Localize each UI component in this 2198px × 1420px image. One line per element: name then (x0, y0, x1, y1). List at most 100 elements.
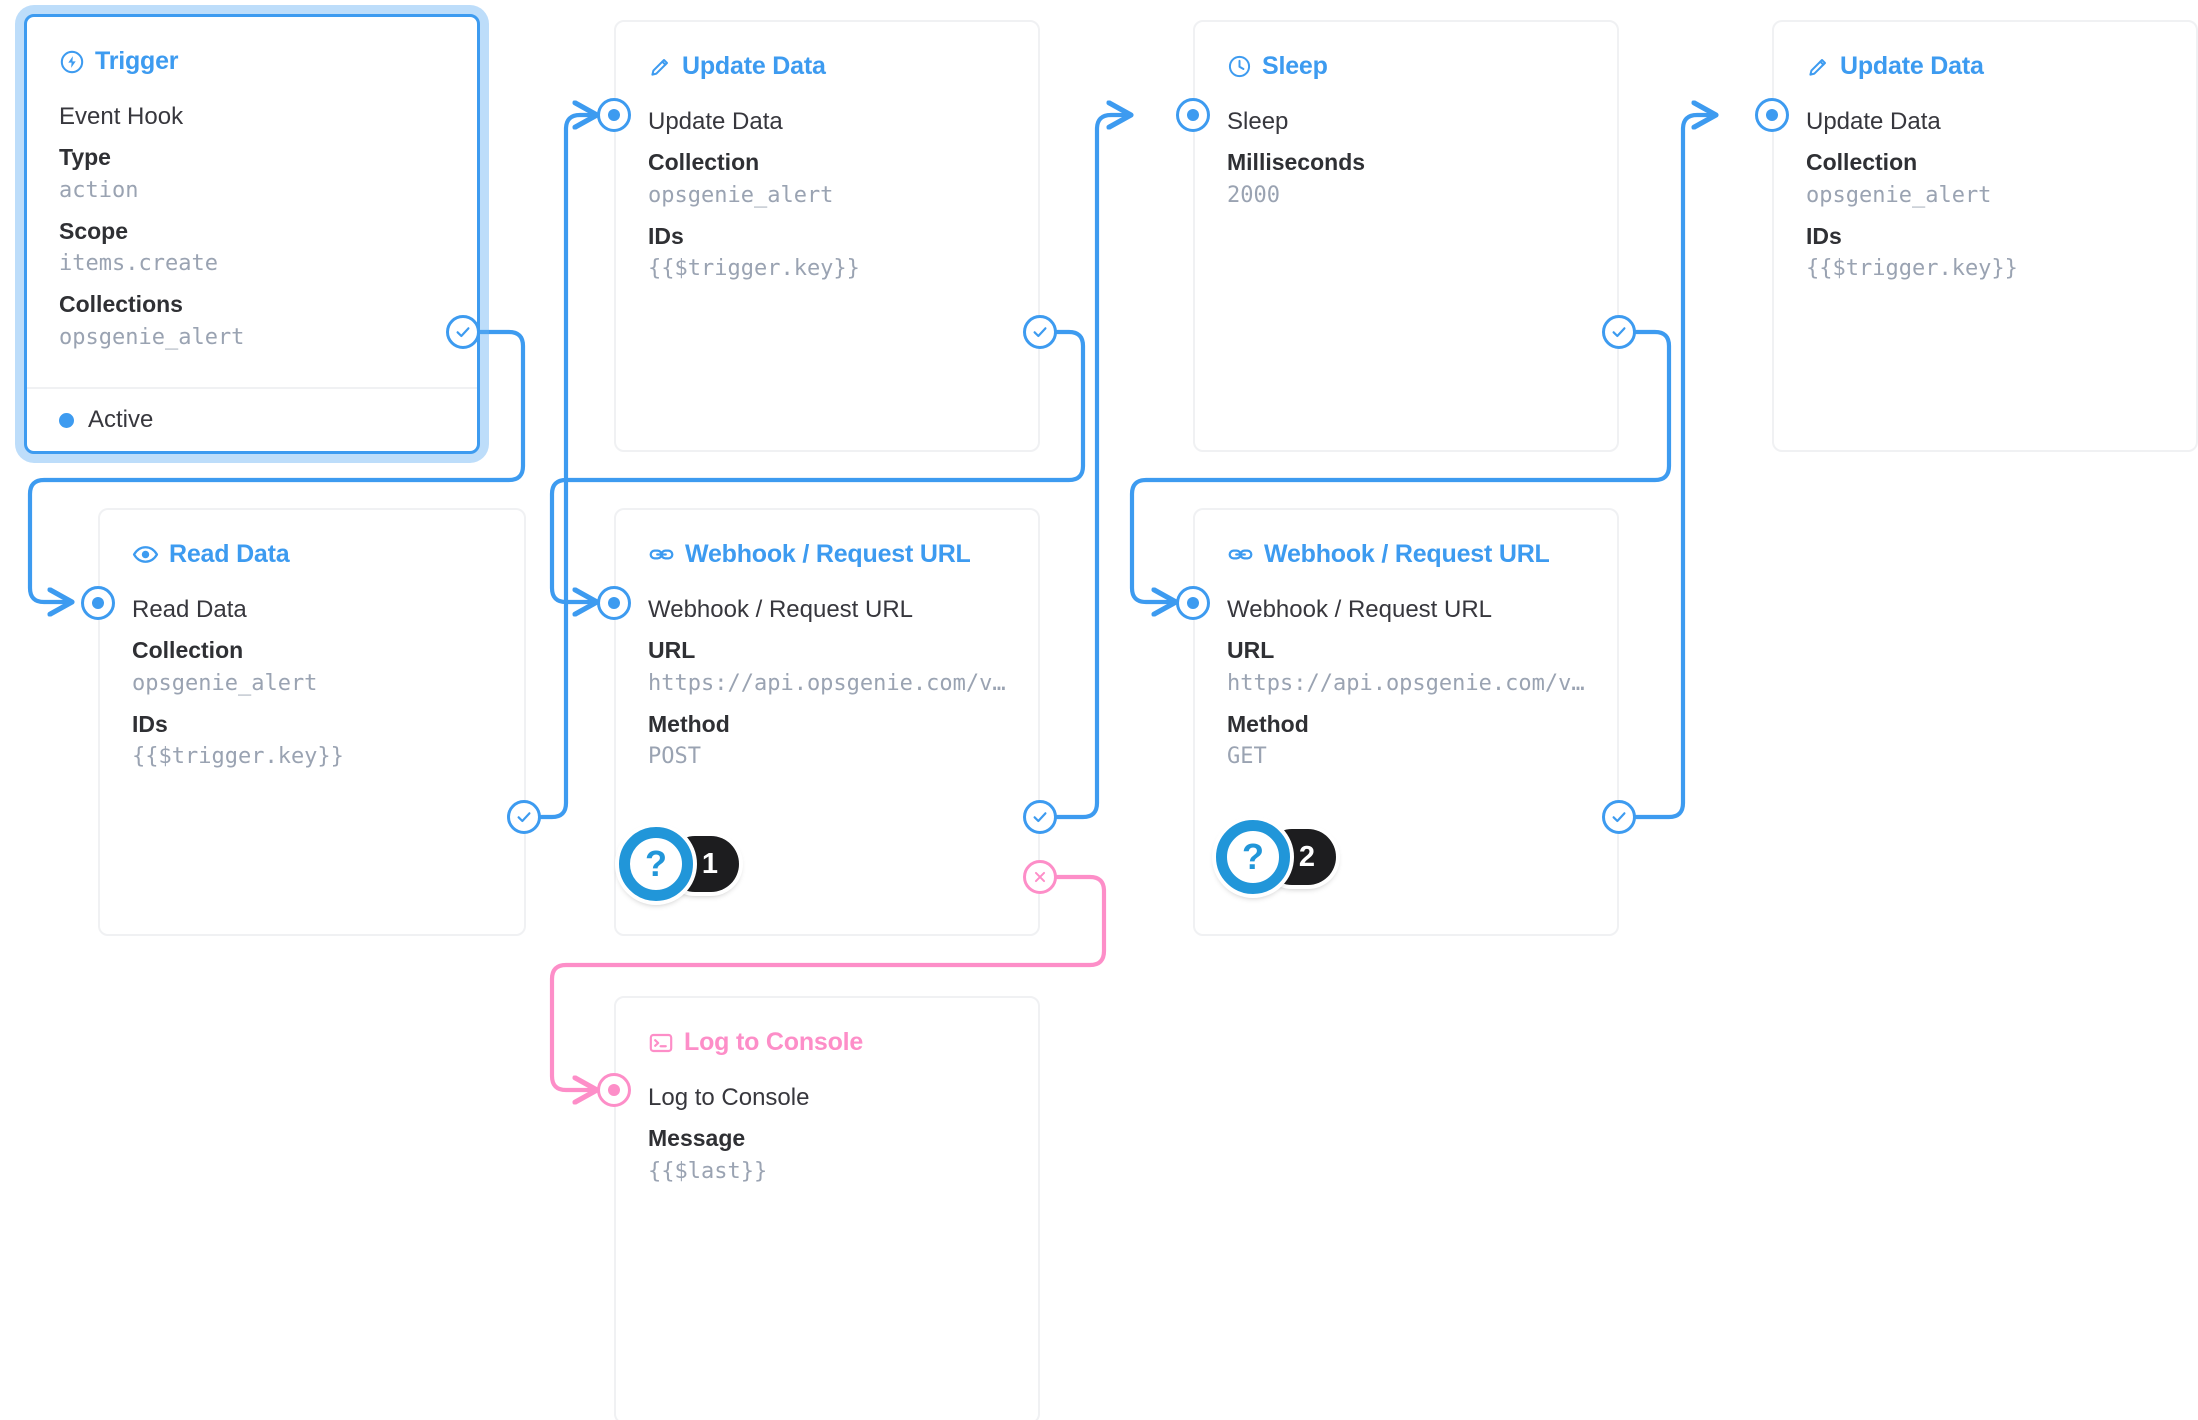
port-input-update-data-2[interactable] (1755, 98, 1789, 132)
node-field: IDs {{$trigger.key}} (1806, 222, 2164, 285)
node-field: URL https://api.opsgenie.com/v… (648, 636, 1006, 699)
node-field: Collections opsgenie_alert (59, 290, 445, 353)
question-mark-icon[interactable]: ? (1216, 820, 1290, 894)
field-label: Collection (132, 637, 244, 663)
field-label: Type (59, 144, 111, 170)
node-title: Webhook / Request URL (685, 540, 971, 568)
node-webhook-1-header: Webhook / Request URL (648, 540, 1006, 569)
node-operation-name: Webhook / Request URL (1227, 596, 1493, 623)
node-field: Scope items.create (59, 217, 445, 280)
port-input-read-data[interactable] (81, 586, 115, 620)
field-label: Collection (648, 149, 760, 175)
field-label: IDs (1806, 222, 1842, 249)
clock-icon (1227, 54, 1252, 79)
field-value: https://api.opsgenie.com/v… (1227, 670, 1585, 696)
node-field: IDs {{$trigger.key}} (648, 222, 1006, 285)
node-sleep-header: Sleep (1227, 52, 1585, 81)
field-value: POST (648, 744, 701, 770)
node-field: Collection opsgenie_alert (648, 148, 1006, 211)
port-resolve-webhook-1[interactable] (1023, 800, 1057, 834)
node-trigger-header: Trigger (59, 47, 445, 76)
port-input-webhook-1[interactable] (597, 586, 631, 620)
node-log-to-console-header: Log to Console (648, 1028, 1006, 1057)
hotspot-2[interactable]: ? 2 (1216, 820, 1336, 894)
field-value: action (59, 177, 139, 203)
node-read-data[interactable]: Read Data Read Data Collection opsgenie_… (98, 508, 526, 936)
port-resolve-read-data[interactable] (507, 800, 541, 834)
field-label: Message (648, 1125, 746, 1151)
node-update-data-1-header: Update Data (648, 52, 1006, 81)
node-update-data-1[interactable]: Update Data Update Data Collection opsge… (614, 20, 1040, 452)
field-label: Milliseconds (1227, 149, 1366, 175)
node-update-data-2[interactable]: Update Data Update Data Collection opsge… (1772, 20, 2198, 452)
check-icon (456, 327, 470, 338)
field-value: https://api.opsgenie.com/v… (648, 670, 1006, 696)
node-field: Milliseconds 2000 (1227, 148, 1585, 211)
node-sleep[interactable]: Sleep Sleep Milliseconds 2000 (1193, 20, 1619, 452)
check-icon (1612, 812, 1626, 823)
field-value: opsgenie_alert (648, 182, 834, 208)
node-field: Method GET (1227, 710, 1585, 773)
field-value: opsgenie_alert (1806, 182, 1992, 208)
node-trigger[interactable]: Trigger Event Hook Type action Scope ite… (24, 14, 480, 454)
node-update-data-2-header: Update Data (1806, 52, 2164, 81)
status-dot-icon (59, 412, 74, 428)
node-log-to-console[interactable]: Log to Console Log to Console Message {{… (614, 996, 1040, 1420)
question-mark-icon[interactable]: ? (619, 827, 693, 901)
node-operation-name: Webhook / Request URL (648, 596, 914, 623)
field-value: opsgenie_alert (132, 670, 318, 696)
port-resolve-webhook-2[interactable] (1602, 800, 1636, 834)
node-title: Read Data (169, 540, 290, 568)
bolt-circle-icon (59, 49, 85, 75)
node-read-data-header: Read Data (132, 540, 492, 569)
field-label: URL (1227, 637, 1275, 663)
node-operation-name: Log to Console (648, 1084, 810, 1111)
pencil-icon (648, 55, 672, 79)
field-value: GET (1227, 744, 1267, 770)
check-icon (1033, 327, 1047, 338)
port-reject-webhook-1[interactable] (1023, 860, 1057, 894)
node-operation-name: Update Data (648, 108, 783, 135)
node-operation-name: Read Data (132, 596, 247, 623)
field-label: IDs (132, 710, 168, 737)
node-title: Sleep (1262, 52, 1328, 80)
field-label: Scope (59, 217, 129, 244)
port-input-webhook-2[interactable] (1176, 586, 1210, 620)
field-label: Collections (59, 291, 183, 318)
node-field: URL https://api.opsgenie.com/v… (1227, 636, 1585, 699)
field-label: Method (1227, 710, 1309, 737)
close-icon (1034, 871, 1046, 883)
port-input-sleep[interactable] (1176, 98, 1210, 132)
node-field: Collection opsgenie_alert (132, 636, 492, 699)
node-field: IDs {{$trigger.key}} (132, 710, 492, 773)
node-field: Collection opsgenie_alert (1806, 148, 2164, 211)
node-title: Log to Console (684, 1028, 864, 1056)
port-resolve-trigger[interactable] (446, 315, 480, 349)
node-title: Update Data (1840, 52, 1984, 80)
pencil-icon (1806, 55, 1830, 79)
check-icon (1612, 327, 1626, 338)
node-webhook-2-header: Webhook / Request URL (1227, 540, 1585, 569)
field-label: IDs (648, 222, 684, 249)
field-value: opsgenie_alert (59, 325, 245, 351)
node-trigger-status: Active (27, 387, 477, 451)
check-icon (517, 812, 531, 823)
status-badge: Active (88, 406, 154, 433)
port-input-log-to-console[interactable] (597, 1073, 631, 1107)
field-value: 2000 (1227, 182, 1280, 208)
node-field: Type action (59, 143, 445, 206)
link-icon (1227, 541, 1254, 568)
field-label: Method (648, 710, 730, 737)
port-resolve-sleep[interactable] (1602, 315, 1636, 349)
node-operation-name: Event Hook (59, 103, 184, 130)
field-value: items.create (59, 251, 218, 277)
hotspot-1[interactable]: ? 1 (619, 827, 739, 901)
node-title: Update Data (682, 52, 826, 80)
field-value: {{$trigger.key}} (132, 744, 344, 770)
port-resolve-update-data-1[interactable] (1023, 315, 1057, 349)
node-operation-name: Sleep (1227, 108, 1289, 135)
field-value: {{$trigger.key}} (1806, 256, 2018, 282)
check-icon (1033, 812, 1047, 823)
port-input-update-data-1[interactable] (597, 98, 631, 132)
